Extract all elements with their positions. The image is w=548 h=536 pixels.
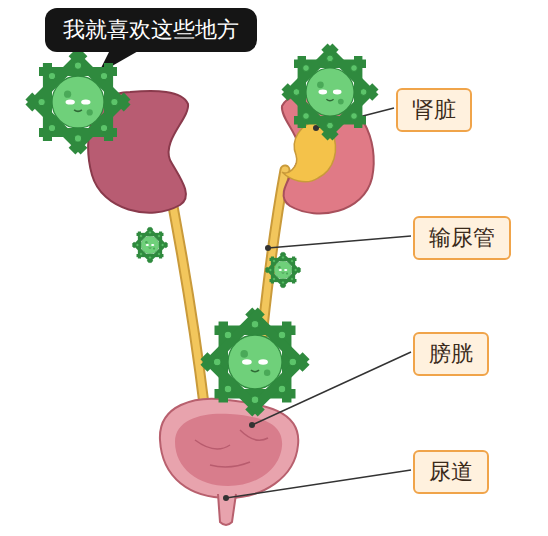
speech-bubble: 我就喜欢这些地方: [45, 8, 257, 52]
label-text: 我就喜欢这些地方: [63, 16, 239, 44]
organ-label: 尿道: [413, 450, 489, 494]
label-text: 肾脏: [412, 96, 456, 124]
organ-label: 肾脏: [396, 88, 472, 132]
label-text: 膀胱: [429, 340, 473, 368]
label-text: 输尿管: [429, 224, 495, 252]
organ-label: 输尿管: [413, 216, 511, 260]
label-text: 尿道: [429, 458, 473, 486]
organ-label: 膀胱: [413, 332, 489, 376]
